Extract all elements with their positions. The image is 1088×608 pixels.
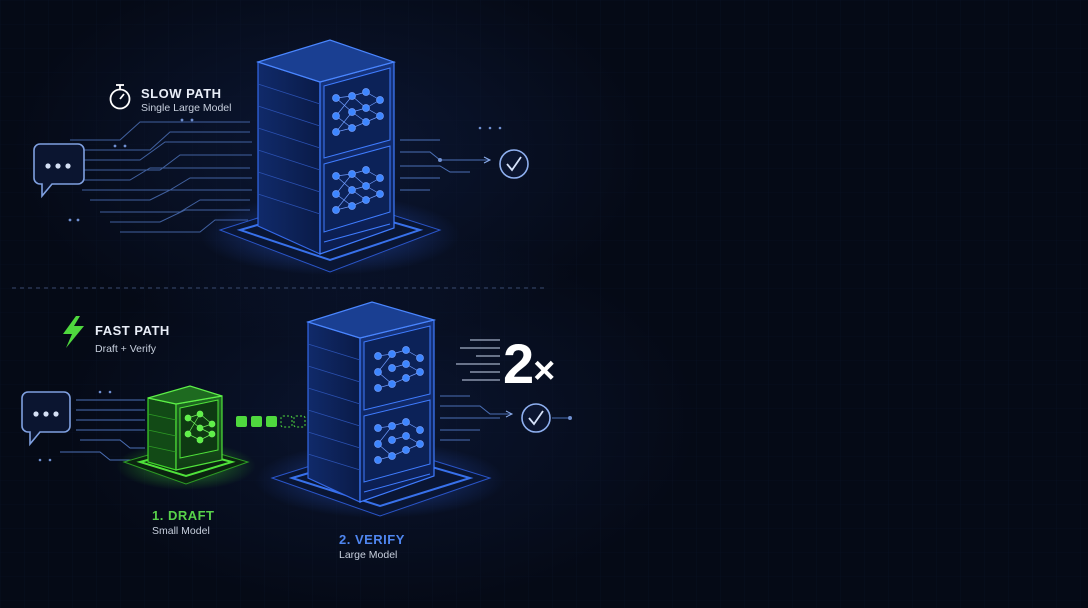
fast-output-lines <box>440 395 568 441</box>
draft-model-label: Small Model <box>152 525 210 537</box>
slow-neural-network-icon <box>332 88 384 214</box>
speed-lines <box>456 339 500 381</box>
verify-model-label: Large Model <box>339 549 398 561</box>
slow-output-dots <box>438 126 502 162</box>
slow-checkmark-circle-icon <box>499 149 529 179</box>
slow-chat-bubble-icon <box>33 143 85 199</box>
small-model-neural-network-icon <box>184 410 216 444</box>
fast-input-dots <box>38 390 112 462</box>
fast-input-lines <box>60 399 145 461</box>
slow-input-dots <box>68 118 194 222</box>
fast-checkmark-circle-icon <box>521 403 551 433</box>
lightning-bolt-icon <box>63 316 84 348</box>
stopwatch-icon <box>109 84 131 110</box>
slow-output-lines <box>400 139 492 191</box>
slow-path-title: SLOW PATH <box>141 86 222 101</box>
speedup-value: 2 <box>503 332 534 395</box>
fast-chat-bubble-icon <box>21 391 71 447</box>
draft-step-label: 1. DRAFT <box>152 508 215 523</box>
fast-path-title: FAST PATH <box>95 323 170 338</box>
fast-path-subtitle: Draft + Verify <box>95 343 156 355</box>
small-model-server <box>116 385 256 490</box>
slow-path-subtitle: Single Large Model <box>141 102 232 114</box>
verify-step-label: 2. VERIFY <box>339 532 405 547</box>
slow-input-circuit-lines <box>70 121 252 233</box>
slow-large-model-server <box>200 39 460 275</box>
speedup-suffix: × <box>533 350 555 392</box>
verify-neural-network-icon <box>374 346 424 464</box>
fast-output-dot <box>568 416 572 420</box>
speedup-multiplier: 2× <box>503 336 555 392</box>
